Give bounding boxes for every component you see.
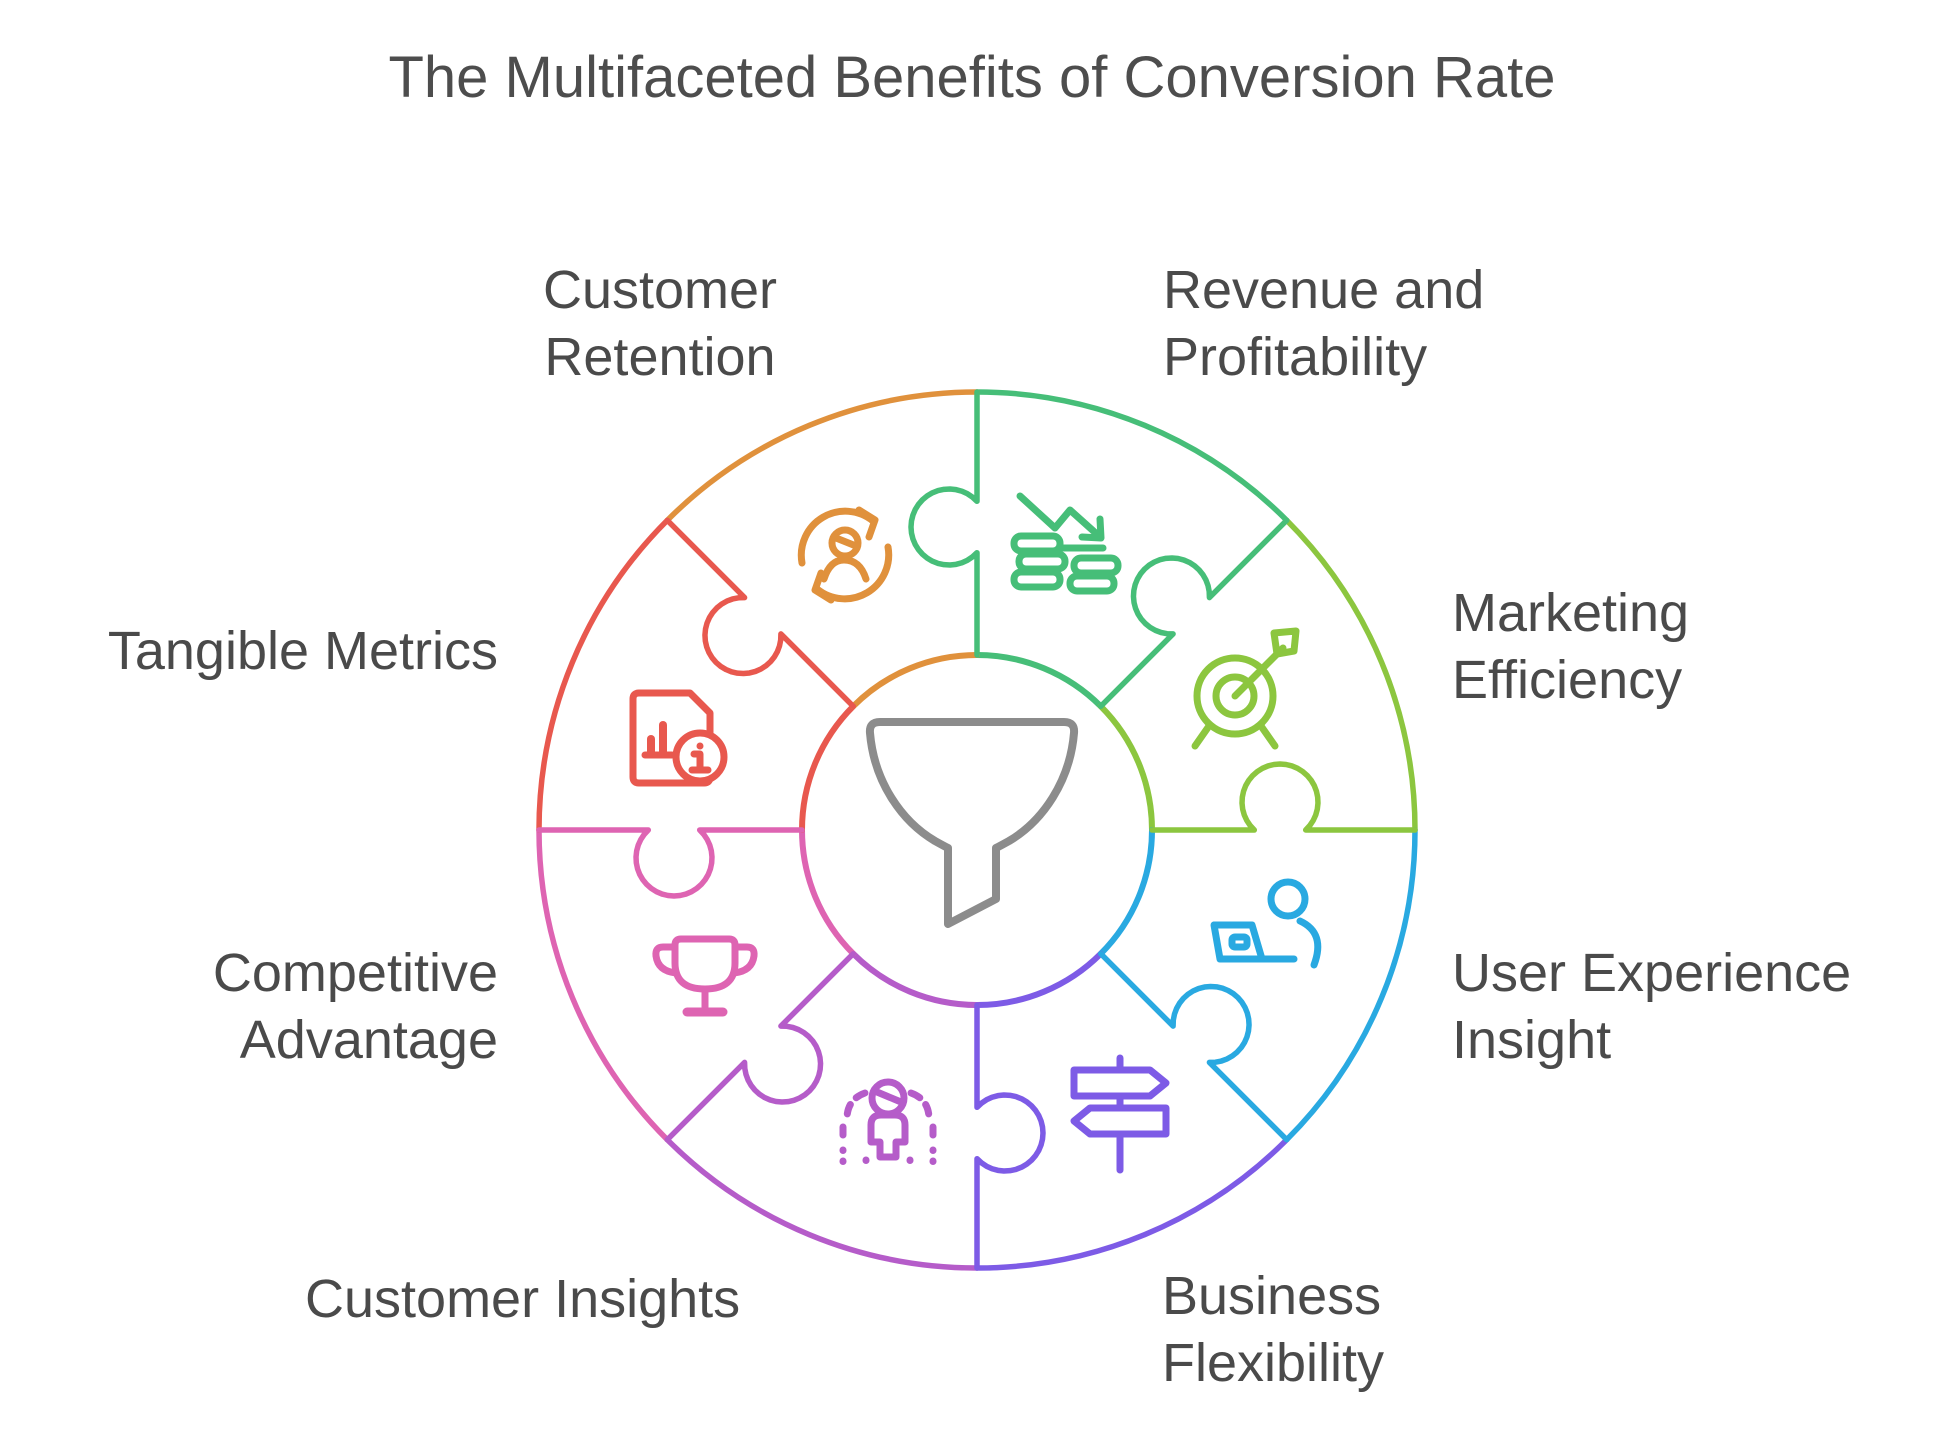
signpost-icon — [1070, 1054, 1170, 1174]
label-competitive-advantage: Competitive Advantage — [212, 943, 498, 1070]
refresh-user-icon — [797, 506, 893, 604]
label-tangible-metrics: Tangible Metrics — [107, 621, 498, 681]
trophy-icon — [652, 935, 758, 1017]
wheel-line — [974, 652, 1104, 710]
wheel-line — [850, 652, 980, 710]
wheel-line — [1097, 517, 1290, 710]
wheel-line — [536, 827, 805, 899]
wheel-line — [536, 517, 671, 833]
page-title: The Multifaceted Benefits of Conversion … — [388, 45, 1556, 110]
wheel-line — [850, 950, 980, 1008]
coins-decline-icon — [1010, 492, 1122, 595]
wheel-line — [1283, 827, 1418, 1143]
wheel-line — [974, 950, 1104, 1008]
wheel-line — [664, 1136, 980, 1271]
wheel-line — [664, 517, 857, 710]
wheel-line — [908, 389, 980, 658]
wheel-segments — [536, 389, 1418, 1271]
wheel-line — [664, 950, 857, 1143]
wheel-line — [974, 1136, 1290, 1271]
label-marketing-efficiency: Marketing Efficiency — [1452, 583, 1690, 710]
wheel-line — [974, 389, 1290, 524]
funnel-icon — [865, 718, 1079, 928]
wheel-line — [1097, 950, 1290, 1143]
wheel-line — [799, 703, 857, 833]
target-dart-icon — [1191, 627, 1300, 750]
wheel-line — [1283, 517, 1418, 833]
wheel-line — [974, 1002, 1046, 1271]
wheel-line — [1149, 761, 1418, 833]
label-revenue-and-profitability: Revenue and Profitability — [1163, 260, 1485, 387]
wheel-line — [536, 827, 671, 1143]
wheel-line — [1097, 827, 1155, 957]
label-customer-insights: Customer Insights — [305, 1269, 741, 1329]
label-user-experience-insight: User Experience Insight — [1452, 943, 1852, 1070]
people-group-icon — [839, 1078, 937, 1165]
label-customer-retention: Customer Retention — [542, 260, 778, 387]
doc-chart-info-icon — [629, 689, 728, 787]
wheel-line — [1097, 703, 1155, 833]
user-laptop-icon — [1210, 878, 1322, 969]
wheel-line — [664, 389, 980, 524]
wheel-line — [799, 827, 857, 957]
label-business-flexibility: Business Flexibility — [1162, 1266, 1385, 1393]
